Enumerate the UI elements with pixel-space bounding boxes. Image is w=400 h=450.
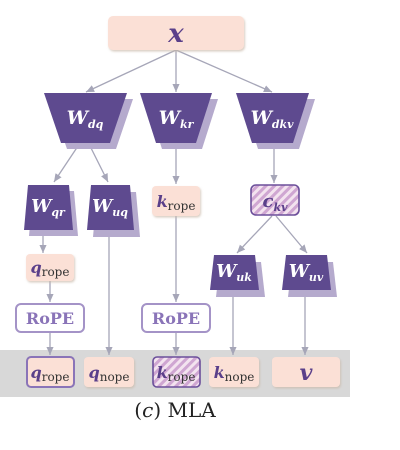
w-uv-sub: uv <box>309 271 324 284</box>
svg-text:RoPE: RoPE <box>152 309 200 328</box>
svg-text:Wdq: Wdq <box>67 107 104 131</box>
weight-w-dq: Wdq <box>44 93 133 149</box>
svg-text:qrope: qrope <box>31 363 70 384</box>
svg-text:qnope: qnope <box>89 363 130 384</box>
weight-w-kr: Wkr <box>140 93 218 149</box>
svg-text:knope: knope <box>214 363 255 384</box>
output-k-rope-cached: krope <box>152 356 201 388</box>
vector-k-rope: krope <box>152 186 200 216</box>
arrow-wdq-to-wqr <box>53 145 79 183</box>
weight-w-uk: Wuk <box>210 255 265 297</box>
w-uq-base: W <box>92 196 114 217</box>
vector-q-rope: qrope <box>26 254 74 281</box>
rope-box-q: RoPE <box>15 303 85 333</box>
svg-text:krope: krope <box>157 363 196 384</box>
arrow-x-to-wdq <box>85 49 177 93</box>
caption-text: MLA <box>167 398 216 422</box>
diagram-caption: (c) MLA <box>134 398 216 422</box>
arrows <box>39 49 309 355</box>
svg-text:krope: krope <box>157 192 196 213</box>
input-x-label: x <box>167 19 184 49</box>
rope-box-k: RoPE <box>141 303 211 333</box>
w-qr-base: W <box>31 196 53 217</box>
w-kr-sub: kr <box>180 118 195 131</box>
output-q-nope: qnope <box>84 357 134 387</box>
svg-text:Wkr: Wkr <box>159 107 195 131</box>
w-uk-sub: uk <box>236 271 252 284</box>
svg-text:Wuv: Wuv <box>289 261 324 284</box>
svg-text:Wqr: Wqr <box>31 196 66 219</box>
w-uv-base: W <box>289 261 311 282</box>
latent-c-kv: ckv <box>250 184 300 216</box>
weight-w-uq: Wuq <box>87 185 140 237</box>
w-uk-base: W <box>216 261 238 282</box>
svg-text:Wdkv: Wdkv <box>250 107 294 131</box>
input-x-node: x <box>108 16 244 50</box>
svg-text:ckv: ckv <box>263 191 289 214</box>
arrow-wdq-to-wuq <box>89 145 109 183</box>
weight-w-qr: Wqr <box>24 185 78 236</box>
output-k-nope: knope <box>209 357 259 387</box>
w-dkv-base: W <box>250 107 273 129</box>
weight-w-dkv: Wdkv <box>236 93 315 149</box>
w-qr-sub: qr <box>51 206 66 219</box>
svg-text:Wuq: Wuq <box>92 196 128 219</box>
w-dq-base: W <box>67 107 90 129</box>
svg-text:qrope: qrope <box>31 258 70 279</box>
w-dq-sub: dq <box>88 118 104 131</box>
w-dkv-sub: dkv <box>272 118 294 131</box>
svg-text:Wuk: Wuk <box>216 261 252 284</box>
arrow-ckv-to-wuk <box>236 215 273 254</box>
svg-text:RoPE: RoPE <box>26 309 74 328</box>
weight-w-uv: Wuv <box>282 255 337 297</box>
v-label: v <box>300 360 313 386</box>
output-v: v <box>272 357 340 387</box>
caption-letter: c <box>142 398 154 422</box>
arrow-x-to-wdkv <box>175 49 273 93</box>
output-q-rope: qrope <box>26 356 75 388</box>
w-kr-base: W <box>159 107 182 129</box>
arrow-ckv-to-wuv <box>275 215 308 254</box>
w-uq-sub: uq <box>112 206 128 219</box>
